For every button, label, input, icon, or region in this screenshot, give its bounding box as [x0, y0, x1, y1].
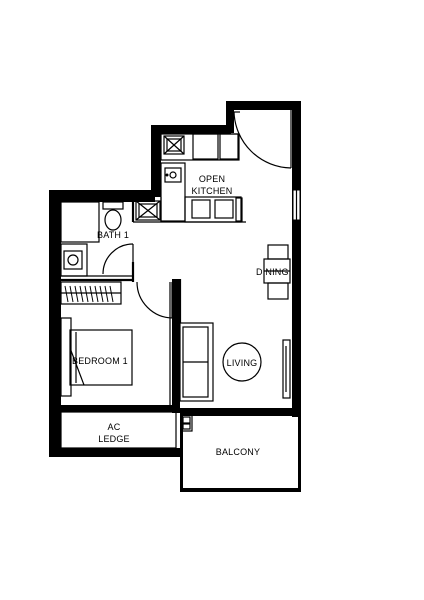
sink-icon [164, 167, 182, 183]
wall-bedroom-south [56, 405, 180, 412]
outer-walls [49, 101, 301, 457]
bedroom-fixtures [60, 281, 174, 405]
label-open: OPEN [199, 174, 225, 184]
dining-chair-icon [267, 282, 289, 300]
wall-bedroom-east [172, 279, 180, 413]
bath-fixtures [60, 201, 134, 277]
sofa-icon [179, 322, 214, 402]
washer-icon [135, 200, 161, 221]
bed-icon [69, 329, 133, 386]
partitions [61, 197, 246, 282]
label-balcony: BALCONY [216, 447, 260, 457]
stove-icon [163, 135, 185, 155]
wall-west [49, 190, 61, 456]
wall-east [292, 101, 301, 417]
label-kitchen: KITCHEN [192, 186, 233, 196]
wall-entry-west [226, 101, 234, 133]
label-dining: DINING [256, 267, 289, 277]
wall-entry-north [226, 101, 301, 110]
label-ac: AC [108, 422, 121, 432]
toilet-icon [104, 209, 122, 231]
fridge-icon [192, 133, 219, 160]
living-fixtures [178, 244, 291, 402]
label-ledge: LEDGE [98, 434, 130, 444]
label-bedroom: BEDROOM 1 [72, 356, 128, 366]
living-marker [222, 342, 262, 382]
wall-kitchen-west [151, 125, 161, 197]
basin-icon [63, 250, 83, 270]
label-living: LIVING [227, 358, 258, 368]
wall-kitchen-north [151, 125, 231, 134]
east-window [292, 189, 301, 221]
wall-living-south [180, 408, 301, 416]
kitchen-fixtures [135, 133, 243, 223]
label-bath: BATH 1 [97, 230, 129, 240]
entrance-door [233, 110, 292, 169]
wall-bath-north [49, 190, 155, 202]
tv-unit-icon [282, 339, 291, 399]
balcony [180, 416, 301, 492]
wall-south [49, 448, 181, 457]
dining-chair-icon [267, 244, 289, 260]
